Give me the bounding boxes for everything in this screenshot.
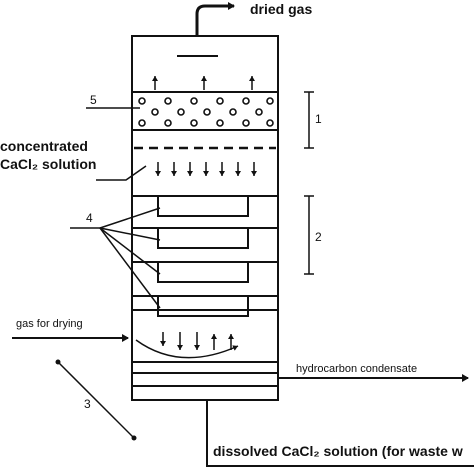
part-3-indicator xyxy=(55,359,137,441)
upflow-arrows-top xyxy=(152,76,255,90)
dissolved-solution-label: dissolved CaCl₂ solution (for waste w xyxy=(213,443,463,459)
hydrocarbon-condensate-label: hydrocarbon condensate xyxy=(296,363,417,375)
number-2-label: 2 xyxy=(315,230,322,244)
dissolved-outlet-line xyxy=(206,400,474,467)
downflow-arrows xyxy=(155,162,257,176)
column-vessel xyxy=(131,35,279,401)
bottom-flow-arrows xyxy=(135,332,239,359)
number-4-label: 4 xyxy=(86,211,93,225)
leader-4-fan xyxy=(70,207,161,309)
tray-section xyxy=(132,195,278,317)
sump-lines xyxy=(132,361,278,387)
packing-layer xyxy=(132,91,278,131)
dimension-bar-2 xyxy=(304,195,314,275)
dried-gas-outlet-arrow xyxy=(195,2,235,36)
dried-gas-label: dried gas xyxy=(250,1,312,17)
dimension-bar-1 xyxy=(304,91,314,149)
gas-for-drying-label: gas for drying xyxy=(16,318,83,330)
number-1-label: 1 xyxy=(315,112,322,126)
number-3-label: 3 xyxy=(84,397,91,411)
number-5-label: 5 xyxy=(90,93,97,107)
cacl2-solution-label: CaCl₂ solution xyxy=(0,156,96,172)
concentrated-label: concentrated xyxy=(0,138,88,154)
feed-leader xyxy=(96,165,147,181)
